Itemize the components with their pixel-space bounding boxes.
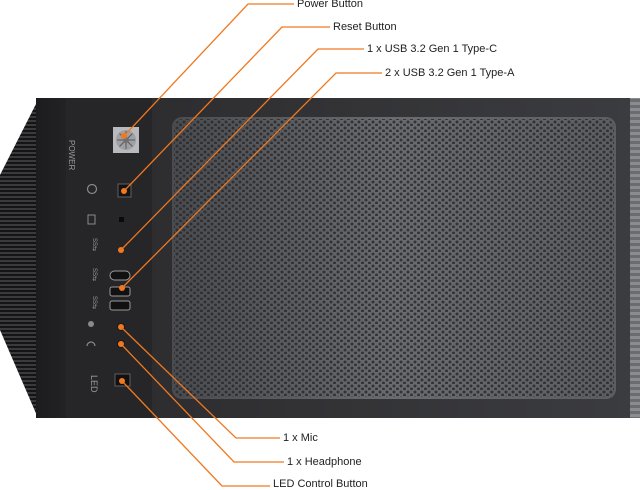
mic-icon [88, 321, 94, 327]
label-mic: 1 x Mic [283, 432, 318, 444]
mesh-holes [174, 119, 614, 397]
callout-line-mic [120, 326, 280, 439]
hdd-icon [87, 214, 96, 225]
dot-led [119, 378, 125, 384]
panel-label-power: POWER [67, 140, 76, 171]
headphone-icon [86, 341, 96, 347]
case-right-edge [630, 98, 640, 418]
panel-usb-mark-1: SS⇆ [91, 238, 97, 252]
dot-mic [118, 324, 124, 330]
panel-usb-mark-2: SS⇆ [91, 268, 97, 282]
callout-line-headphone [120, 343, 284, 463]
label-reset-button: Reset Button [333, 21, 397, 33]
dot-usb-a [119, 285, 125, 291]
callout-line-power [123, 3, 294, 137]
label-usb-type-a: 2 x USB 3.2 Gen 1 Type-A [385, 67, 515, 79]
callout-line-led [121, 380, 270, 487]
callout-lines [120, 3, 382, 487]
usb-type-c-port [109, 270, 131, 281]
label-usb-type-c: 1 x USB 3.2 Gen 1 Type-C [367, 43, 498, 55]
callout-line-reset [123, 26, 330, 192]
dot-headphone [118, 341, 124, 347]
dot-usb-c [118, 247, 124, 253]
label-led-button: LED Control Button [273, 478, 368, 490]
dot-power [121, 133, 127, 139]
io-column [66, 98, 152, 418]
callout-line-usb-c [120, 48, 364, 251]
dot-reset [121, 188, 127, 194]
label-headphone: 1 x Headphone [287, 456, 362, 468]
callout-line-usb-a [121, 72, 382, 289]
callout-dots [118, 133, 127, 384]
panel-label-led: LED [89, 375, 99, 393]
reset-icon [86, 183, 98, 195]
case-side-ribs [0, 100, 38, 418]
panel-usb-mark-3: SS⇆ [91, 296, 97, 310]
hdd-led [119, 217, 124, 222]
usb-type-a-port-2 [109, 300, 131, 311]
label-power-button: Power Button [297, 0, 364, 10]
